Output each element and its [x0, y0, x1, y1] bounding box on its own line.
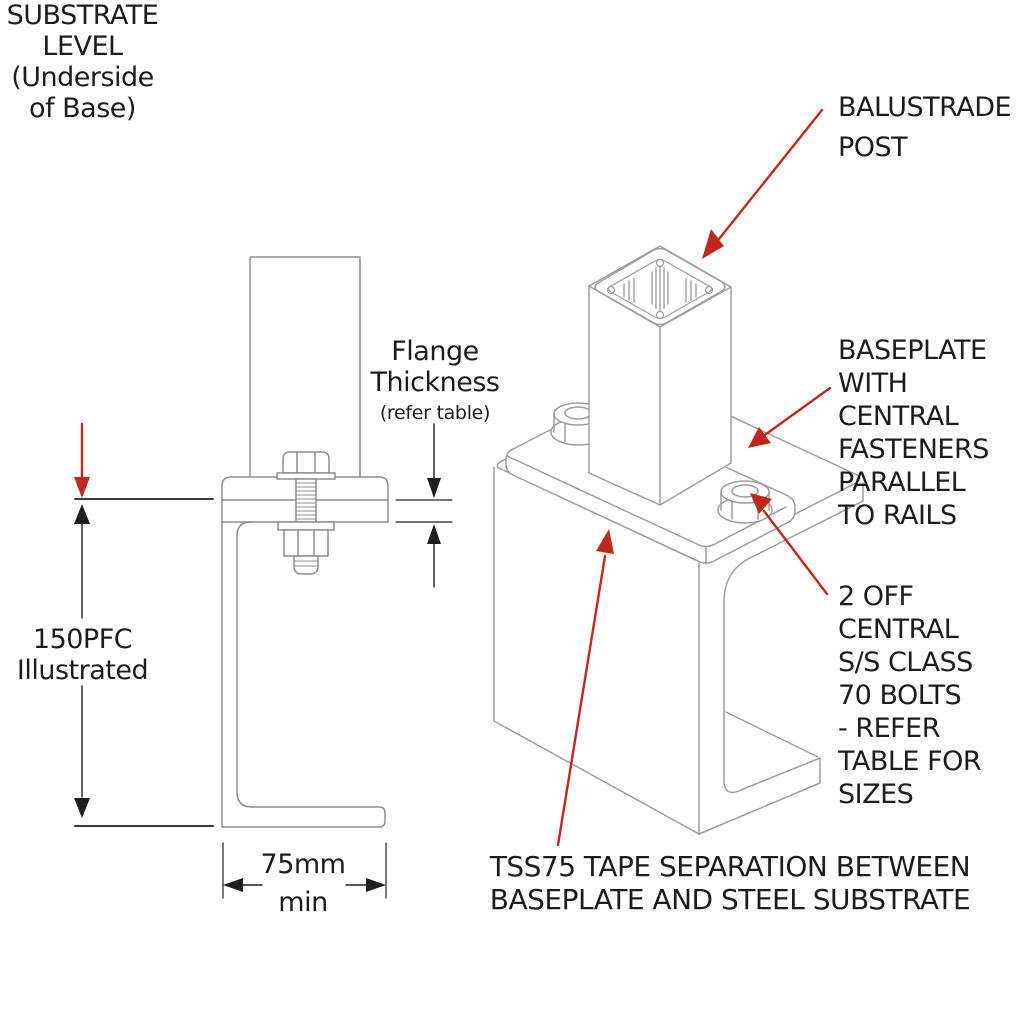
pfc-size-label: 150PFC Illustrated: [16, 624, 149, 686]
width-dim-arrow-left: [223, 878, 243, 892]
web-side: [221, 521, 253, 828]
post-side: [249, 256, 361, 477]
width-dim-arrow-right: [366, 878, 386, 892]
flange-dim-arrow-up: [427, 524, 441, 544]
width-dimension-value: 75mm: [260, 849, 346, 880]
leader-arrow-bolts: [750, 493, 829, 596]
bolt-head-side: [282, 451, 330, 474]
pfc-dim-arrow-down: [74, 798, 90, 818]
balustrade-post-iso: [588, 245, 732, 506]
pfc-dim-arrow-up: [74, 504, 90, 524]
balustrade-post-label: BALUSTRADE POST: [838, 92, 1012, 163]
flange-thickness-note: (refer table): [379, 402, 491, 424]
central-bolts-label: 2 OFF CENTRAL S/S CLASS 70 BOLTS - REFER…: [838, 581, 982, 810]
channel-end-face: [698, 482, 864, 835]
width-dimension-qualifier: min: [278, 887, 328, 918]
side-view-dimensions: [74, 423, 453, 899]
nut-side: [283, 529, 329, 557]
post-extrusion-flutes: [623, 265, 697, 312]
baseplate-top-edges: [506, 455, 787, 565]
flange-dim-arrow-down: [427, 478, 441, 498]
side-view-drawing: [221, 256, 389, 828]
channel-web-face: [493, 466, 700, 835]
thread-stub-side: [293, 555, 319, 575]
bottom-flange-side: [221, 806, 386, 828]
isometric-view-drawing: [493, 245, 864, 835]
leader-arrows: [74, 108, 832, 847]
washer-side: [277, 521, 335, 531]
leader-arrow-baseplate: [748, 386, 832, 448]
leader-arrow-substrate: [74, 422, 90, 498]
channel-bottom-flange-inner: [725, 711, 819, 758]
tape-separation-label: TSS75 TAPE SEPARATION BETWEEN BASEPLATE …: [489, 850, 971, 916]
baseplate-label: BASEPLATE WITH CENTRAL FASTENERS PARALLE…: [838, 335, 989, 531]
leader-arrow-post: [702, 108, 824, 259]
flange-thickness-label: Flange Thickness (refer table): [350, 336, 520, 429]
substrate-level-label: SUBSTRATE LEVEL (Underside of Base): [6, 0, 159, 124]
leader-arrow-tape: [556, 529, 614, 847]
